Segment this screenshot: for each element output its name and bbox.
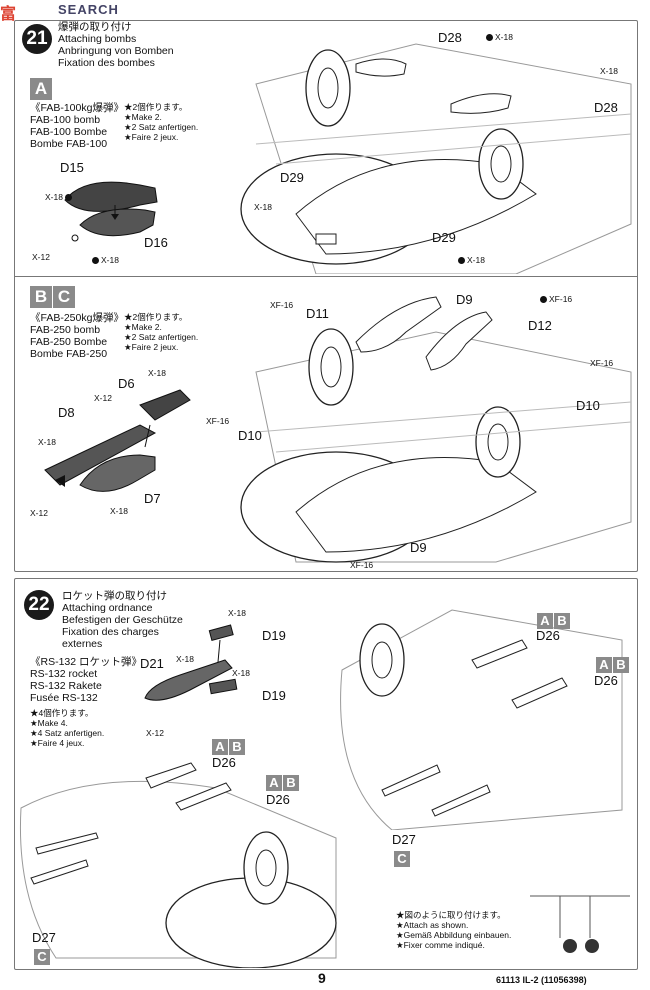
label-x18: X-18: [486, 32, 513, 42]
label-x18: X-18: [38, 437, 56, 447]
label-d28: D28: [594, 100, 618, 115]
label-d11: D11: [306, 306, 329, 321]
badge-a: A: [30, 78, 53, 100]
label-x18: X-18: [232, 668, 250, 678]
label-d19: D19: [262, 628, 286, 643]
fab250-title: 《FAB-250kg爆弾》 FAB-250 bomb FAB-250 Bombe…: [30, 312, 124, 360]
section-divider: [14, 276, 638, 277]
step-22-number: 22: [24, 590, 54, 620]
left-wing-diagram: [19, 762, 337, 968]
label-d26: D26: [212, 755, 236, 770]
label-x18: X-18: [600, 66, 618, 76]
fab100-bomb-drawing: [64, 181, 158, 242]
aircraft-diagram-bc: [240, 296, 632, 563]
step-21-section: [14, 20, 638, 572]
label-d12: D12: [528, 318, 552, 333]
badge-c: C: [34, 948, 51, 966]
label-d10: D10: [576, 398, 600, 413]
rs132-rocket-drawing: [144, 624, 238, 701]
page-number: 9: [318, 970, 326, 986]
label-x12: X-12: [32, 252, 50, 262]
label-x18: X-18: [254, 202, 272, 212]
label-xf16: XF-16: [206, 416, 230, 426]
step-21-title: 爆弾の取り付け Attaching bombs Anbringung von B…: [58, 21, 174, 69]
label-x12: X-12: [94, 393, 112, 403]
fab250-bomb-drawing: [44, 389, 191, 492]
label-d26: D26: [266, 792, 290, 807]
label-d26: D26: [594, 673, 618, 688]
label-d26: D26: [536, 628, 560, 643]
label-x18: X-18: [110, 506, 128, 516]
label-d21: D21: [140, 656, 164, 671]
rs132-note: ★4個作ります。 ★Make 4. ★4 Satz anfertigen. ★F…: [30, 708, 105, 748]
badge-c: C: [394, 850, 411, 868]
label-d27: D27: [32, 930, 56, 945]
label-d6: D6: [118, 376, 135, 391]
label-d29: D29: [432, 230, 456, 245]
label-d15: D15: [60, 160, 84, 175]
label-d9: D9: [410, 540, 427, 555]
aircraft-diagram-a: [240, 43, 632, 274]
watermark-logo: 富: [0, 6, 18, 23]
label-xf16: XF-16: [590, 358, 614, 368]
label-d16: D16: [144, 235, 168, 250]
label-x18: X-18: [228, 608, 246, 618]
detail-inset: [530, 895, 630, 953]
label-xf16: XF-16: [350, 560, 374, 570]
fab100-note: ★2個作ります。 ★Make 2. ★2 Satz anfertigen. ★F…: [124, 102, 199, 142]
label-xf16: XF-16: [540, 294, 572, 304]
footer-code: 61113 IL-2 (11056398): [496, 975, 587, 985]
label-x18: X-18: [92, 255, 119, 265]
fab250-note: ★2個作ります。 ★Make 2. ★2 Satz anfertigen. ★F…: [124, 312, 199, 352]
step-22-title: ロケット弾の取り付け Attaching ordnance Befestigen…: [62, 590, 183, 650]
label-x18: X-18: [458, 255, 485, 265]
step-21-number: 21: [22, 24, 52, 54]
label-d29: D29: [280, 170, 304, 185]
label-d8: D8: [58, 405, 75, 420]
attach-note: ★図のように取り付けます。 ★Attach as shown. ★Gemäß A…: [396, 910, 512, 950]
label-d10: D10: [238, 428, 262, 443]
label-d27: D27: [392, 832, 416, 847]
label-xf16: XF-16: [270, 300, 294, 310]
label-d19: D19: [262, 688, 286, 703]
label-d9: D9: [456, 292, 473, 307]
label-x12: X-12: [30, 508, 48, 518]
label-x18: X-18: [176, 654, 194, 664]
label-x18: X-18: [45, 192, 74, 202]
watermark-text: SEARCH: [58, 2, 119, 17]
right-wing-diagram: [340, 609, 623, 830]
label-d28: D28: [438, 30, 462, 45]
step-22-section: [14, 578, 638, 970]
rs132-title: 《RS-132 ロケット弾》 RS-132 rocket RS-132 Rake…: [30, 656, 143, 704]
label-x12: X-12: [146, 728, 164, 738]
label-x18: X-18: [148, 368, 166, 378]
label-d7: D7: [144, 491, 161, 506]
fab100-title: 《FAB-100kg爆弾》 FAB-100 bomb FAB-100 Bombe…: [30, 102, 124, 150]
